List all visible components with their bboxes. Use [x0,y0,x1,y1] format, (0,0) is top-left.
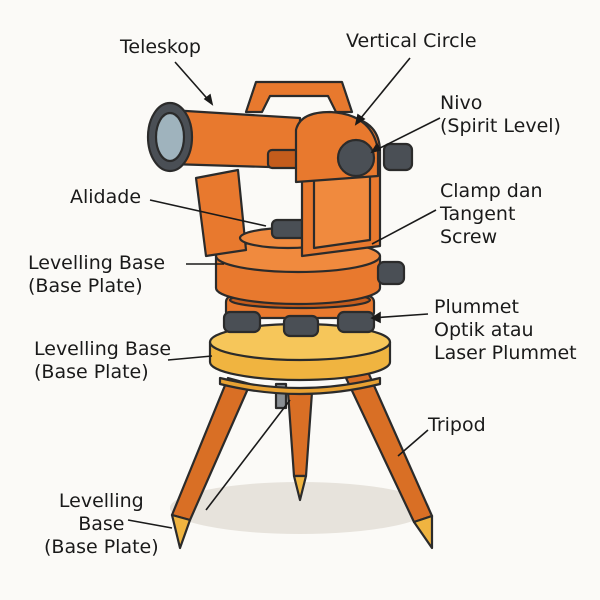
label-tripod: Tripod [428,414,486,436]
foot-screw-right [336,310,376,334]
label-nivo-line1: Nivo [440,92,483,114]
label-clamp: Clamp dan Tangent Screw [440,180,543,249]
nivo-knob [336,138,414,178]
plumb-rod [274,382,288,410]
label-levelling-base-3-line1: Levelling [58,490,144,512]
label-telescope: Teleskop [120,36,201,58]
label-plummet: Plummet Optik atau Laser Plummet [434,296,577,365]
label-plummet-line3: Laser Plummet [434,342,577,364]
label-nivo-line2: (Spirit Level) [440,115,561,137]
leader-lines [127,57,441,529]
label-levelling-base-3: Levelling Base (Base Plate) [44,490,159,559]
label-levelling-base-1-line2: (Base Plate) [28,275,143,297]
side-knob [376,260,406,286]
label-clamp-line3: Screw [440,226,498,248]
tripod-legs [170,370,434,550]
foot-screw-left [222,310,262,334]
label-levelling-base-2-line2: (Base Plate) [34,361,149,383]
label-alidade: Alidade [70,186,142,208]
label-plummet-line2: Optik atau [434,319,534,341]
label-clamp-line2: Tangent [440,203,516,225]
carry-handle [244,80,354,114]
label-levelling-base-1: Levelling Base (Base Plate) [28,252,165,298]
label-levelling-base-1-line1: Levelling Base [28,252,166,274]
label-levelling-base-3-line2: Base [78,513,125,535]
label-vertical-circle: Vertical Circle [346,30,477,52]
foot-screw-center [282,314,320,338]
label-clamp-line1: Clamp dan [440,180,543,202]
ground-shadow [170,482,430,534]
label-levelling-base-2: Levelling Base (Base Plate) [34,338,171,384]
label-plummet-line1: Plummet [434,296,519,318]
label-levelling-base-3-line3: (Base Plate) [44,536,159,558]
label-nivo: Nivo (Spirit Level) [440,92,561,138]
tripod-leg-center [286,390,314,478]
label-levelling-base-2-line1: Levelling Base [34,338,172,360]
telescope [146,101,310,173]
